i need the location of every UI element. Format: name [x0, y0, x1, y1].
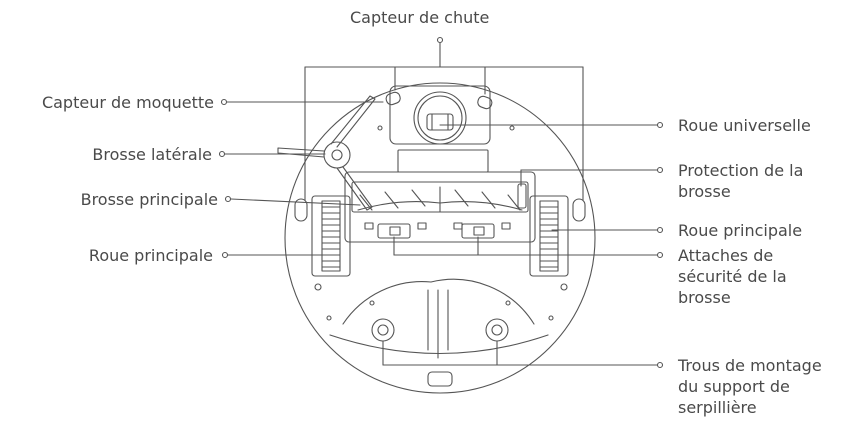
label-main-brush: Brosse principale: [80, 190, 218, 209]
label-brush-guard: Protection de la brosse: [678, 160, 803, 202]
label-brush-guard-line1: Protection de la: [678, 161, 804, 180]
label-mop-holes-line3: serpillière: [678, 398, 757, 417]
callout-fall-sensor: [304, 36, 584, 201]
label-main-wheel-right: Roue principale: [678, 221, 803, 240]
main-brush-housing: [344, 171, 536, 243]
label-mop-holes-line1: Trous de montage: [678, 356, 822, 375]
label-fall-sensor: Capteur de chute: [350, 8, 490, 27]
side-brush: [277, 95, 376, 211]
sensor-area: [377, 85, 515, 173]
callout-brush-guard: [520, 166, 664, 187]
screws: [314, 283, 568, 321]
label-brush-clips-line2: sécurité de la: [678, 267, 787, 286]
callout-carpet-sensor: [220, 98, 384, 106]
label-carpet-sensor: Capteur de moquette: [41, 93, 214, 112]
mop-mount-area: [342, 278, 535, 387]
callout-main-wheel-right: [551, 226, 664, 234]
main-wheel-left: [311, 195, 351, 277]
callout-side-brush: [218, 150, 326, 158]
brush-safety-clips: [364, 222, 511, 239]
main-wheel-right: [529, 195, 569, 277]
label-brush-clips-line3: brosse: [678, 288, 731, 307]
label-mop-holes: Trous de montage du support de serpilliè…: [678, 355, 822, 418]
universal-wheel: [413, 91, 467, 145]
robot-body: [284, 82, 596, 394]
label-mop-holes-line2: du support de: [678, 377, 790, 396]
label-side-brush: Brosse latérale: [92, 145, 212, 164]
callout-main-brush: [224, 195, 361, 206]
label-brush-clips: Attaches de sécurité de la brosse: [678, 245, 787, 308]
label-brush-clips-line1: Attaches de: [678, 246, 774, 265]
cliff-sensors-side: [294, 198, 586, 222]
callout-main-wheel-left: [221, 251, 326, 259]
label-universal-wheel: Roue universelle: [678, 116, 811, 135]
callout-brush-clips: [393, 236, 664, 259]
label-main-wheel-left: Roue principale: [88, 246, 213, 265]
label-brush-guard-line2: brosse: [678, 182, 731, 201]
callout-mop-holes: [382, 340, 664, 369]
callout-universal-wheel: [439, 121, 664, 129]
